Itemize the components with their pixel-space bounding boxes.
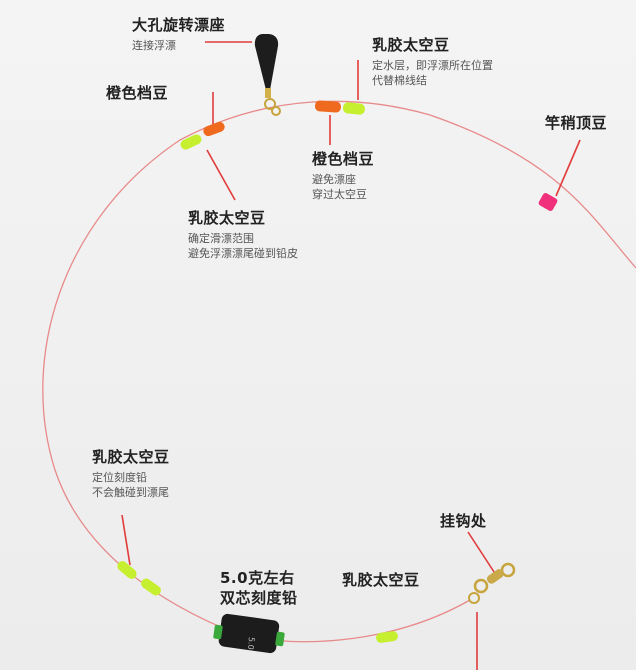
label-hook-point: 挂钩处	[440, 510, 487, 531]
float-seat	[254, 34, 281, 116]
label-desc: 定水层，即浮漂所在位置 代替棉线结	[372, 58, 493, 88]
label-title: 乳胶太空豆	[372, 36, 450, 54]
label-desc-line: 避免漂座	[312, 173, 356, 186]
label-sinker: 5.0克左右 双芯刻度铅	[220, 568, 298, 608]
label-desc-line: 穿过太空豆	[312, 188, 367, 201]
label-desc-line: 代替棉线结	[372, 74, 427, 87]
label-title-line: 5.0克左右	[220, 569, 295, 587]
label-desc: 避免漂座 穿过太空豆	[312, 172, 374, 202]
rod-tip-stopper	[538, 193, 558, 211]
orange-bead-center	[314, 100, 341, 113]
label-swivel-seat: 大孔旋转漂座 连接浮漂	[132, 14, 225, 53]
hook-swivel	[468, 562, 516, 604]
label-title: 竿稍顶豆	[545, 114, 608, 132]
green-bead-bottom	[376, 631, 398, 643]
label-desc: 定位刻度铅 不会触碰到漂尾	[92, 470, 170, 500]
label-rod-tip-bean: 竿稍顶豆	[545, 112, 607, 133]
green-bead-left	[180, 134, 202, 150]
green-bead-center	[342, 102, 365, 115]
label-orange-bean-left: 橙色档豆	[106, 82, 168, 103]
label-desc-line: 定水层，即浮漂所在位置	[372, 59, 493, 72]
label-desc-line: 定位刻度铅	[92, 471, 147, 484]
label-orange-bean-center: 橙色档豆 避免漂座 穿过太空豆	[312, 148, 374, 202]
green-bead-lower-1	[117, 561, 137, 579]
beads	[117, 100, 558, 643]
label-desc: 连接浮漂	[132, 39, 176, 52]
callout-hook	[467, 531, 497, 576]
label-title: 橙色档豆	[106, 84, 169, 102]
orange-bead-left	[203, 121, 225, 137]
label-desc-line: 不会触碰到漂尾	[92, 486, 169, 499]
label-title: 橙色档豆	[312, 150, 375, 168]
label-space-bean-mid: 乳胶太空豆 确定滑漂范围 避免浮漂漂尾碰到铅皮	[188, 207, 298, 261]
label-space-bean-lower: 乳胶太空豆 定位刻度铅 不会触碰到漂尾	[92, 446, 170, 500]
label-desc-line: 避免浮漂漂尾碰到铅皮	[188, 247, 298, 260]
label-title-line: 双芯刻度铅	[220, 589, 298, 607]
callout-space-bean-lower	[121, 514, 131, 566]
label-space-bean-top: 乳胶太空豆 定水层，即浮漂所在位置 代替棉线结	[372, 34, 493, 88]
label-title: 乳胶太空豆	[188, 209, 266, 227]
label-space-bean-bottom: 乳胶太空豆	[342, 569, 420, 590]
green-bead-lower-2	[141, 578, 161, 596]
label-title: 乳胶太空豆	[342, 571, 420, 589]
sinker-mark: 5.0	[246, 637, 256, 650]
label-desc: 确定滑漂范围 避免浮漂漂尾碰到铅皮	[188, 231, 298, 261]
callout-space-bean-mid	[206, 149, 236, 201]
callout-rod-tip	[555, 139, 581, 197]
label-title: 乳胶太空豆	[92, 448, 170, 466]
label-title: 大孔旋转漂座	[132, 16, 226, 34]
label-desc-line: 确定滑漂范围	[188, 232, 254, 245]
label-title: 挂钩处	[440, 512, 487, 530]
sinker-weight: 5.0	[213, 613, 285, 654]
callout-lines	[121, 41, 581, 670]
